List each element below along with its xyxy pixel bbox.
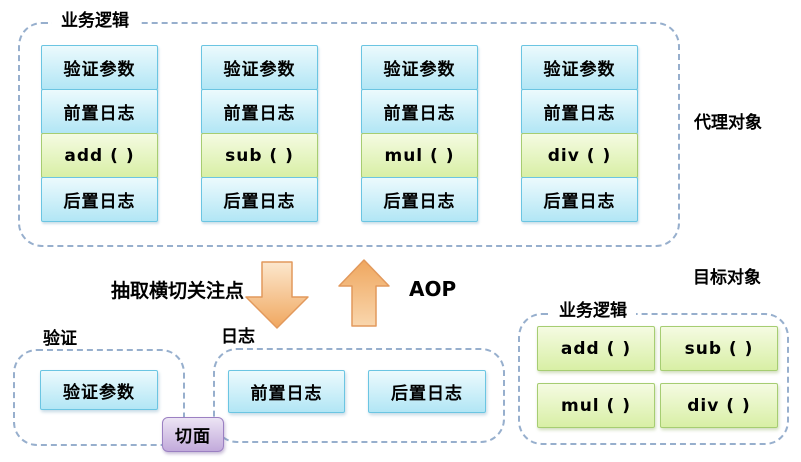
target-object-group (518, 313, 789, 445)
aop-label: AOP (409, 277, 457, 301)
post-log-cell: 后置日志 (41, 177, 158, 222)
down-arrow-icon (245, 261, 309, 329)
proxy-column-mul: 验证参数 前置日志 mul ( ) 后置日志 (361, 45, 478, 222)
post-log-cell: 后置日志 (361, 177, 478, 222)
validate-params-cell: 验证参数 (201, 45, 318, 90)
validation-group-label: 验证 (34, 329, 86, 349)
validate-params-cell: 验证参数 (41, 45, 158, 90)
logging-group (213, 348, 505, 443)
validate-params-cell: 验证参数 (521, 45, 638, 90)
method-cell-sub: sub ( ) (201, 133, 318, 178)
proxy-object-side-label: 代理对象 (694, 113, 762, 133)
validate-params-box: 验证参数 (40, 370, 158, 410)
method-cell-div: div ( ) (521, 133, 638, 178)
method-cell-mul: mul ( ) (361, 133, 478, 178)
proxy-group-label: 业务逻辑 (52, 11, 138, 31)
up-arrow-icon (338, 259, 390, 327)
target-method-add: add ( ) (537, 326, 655, 371)
proxy-column-sub: 验证参数 前置日志 sub ( ) 后置日志 (201, 45, 318, 222)
target-object-side-label: 目标对象 (693, 268, 761, 288)
pre-log-box: 前置日志 (228, 370, 345, 413)
extract-crosscut-label: 抽取横切关注点 (111, 280, 245, 302)
post-log-box: 后置日志 (368, 370, 486, 413)
aspect-tag: 切面 (162, 417, 224, 452)
validate-params-cell: 验证参数 (361, 45, 478, 90)
target-method-sub: sub ( ) (660, 326, 778, 371)
proxy-column-add: 验证参数 前置日志 add ( ) 后置日志 (41, 45, 158, 222)
post-log-cell: 后置日志 (201, 177, 318, 222)
target-group-label: 业务逻辑 (550, 301, 636, 321)
post-log-cell: 后置日志 (521, 177, 638, 222)
validation-group (13, 349, 185, 446)
pre-log-cell: 前置日志 (521, 89, 638, 134)
pre-log-cell: 前置日志 (361, 89, 478, 134)
proxy-object-group (18, 22, 680, 247)
target-method-mul: mul ( ) (537, 383, 655, 428)
method-cell-add: add ( ) (41, 133, 158, 178)
logging-group-label: 日志 (212, 327, 264, 347)
proxy-column-div: 验证参数 前置日志 div ( ) 后置日志 (521, 45, 638, 222)
pre-log-cell: 前置日志 (201, 89, 318, 134)
target-method-div: div ( ) (660, 383, 778, 428)
pre-log-cell: 前置日志 (41, 89, 158, 134)
